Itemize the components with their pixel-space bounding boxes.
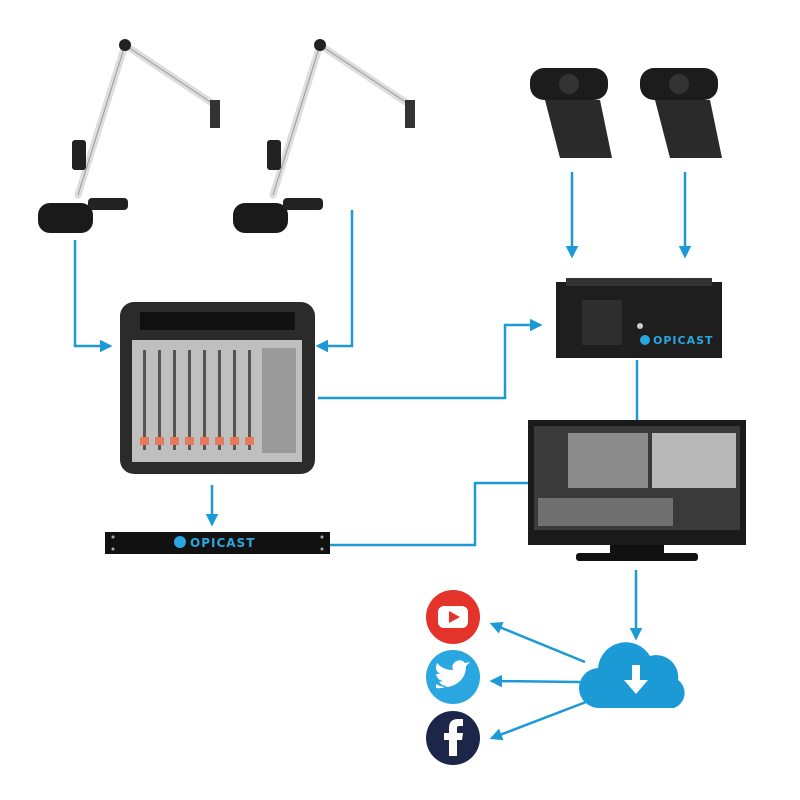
cloud-to-twitter (489, 674, 581, 688)
mixer-to-pc (318, 318, 543, 400)
monitor-icon (528, 420, 746, 561)
cloud-download-icon (579, 642, 685, 709)
connectors (73, 172, 692, 741)
mic2-to-mixer (315, 210, 354, 353)
facebook-icon[interactable] (426, 711, 480, 765)
rack-encoder-icon: OPICAST (105, 532, 330, 554)
cloud-to-facebook (489, 700, 587, 741)
microphone-boom-icon (38, 39, 220, 233)
microphone-boom-icon (233, 39, 415, 233)
webcam-icon (530, 68, 612, 158)
webcam-icon (640, 68, 722, 158)
audio-mixer-icon (120, 302, 315, 474)
pc-brand-label: OPICAST (653, 334, 714, 347)
youtube-icon[interactable] (426, 590, 480, 644)
pc-server-icon: OPICAST (556, 278, 722, 358)
rack-to-monitor (330, 481, 528, 547)
mic1-to-mixer (73, 240, 113, 353)
twitter-icon[interactable] (426, 650, 480, 704)
rack-brand-label: OPICAST (190, 536, 255, 550)
cloud-to-youtube (489, 621, 586, 664)
